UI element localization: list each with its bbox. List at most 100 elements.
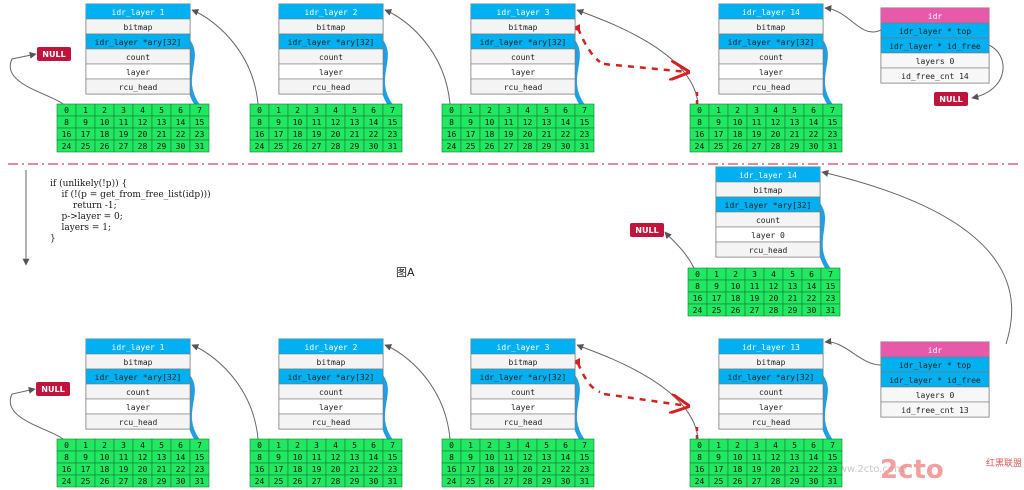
null-badge-label: NULL: [42, 50, 65, 59]
slot-cell-label: 22: [809, 130, 819, 139]
slot-cell-label: 8: [257, 453, 262, 462]
null-link: [9, 386, 64, 440]
slot-cell-label: 8: [697, 118, 702, 127]
slot-cell-label: 27: [119, 477, 129, 486]
layer-field-3: layer: [511, 403, 535, 412]
ary-slot-link: [378, 38, 394, 109]
slot-cell-label: 17: [712, 294, 722, 303]
layer-box-title: idr_layer 2: [305, 8, 358, 17]
layer-field-row: [715, 241, 821, 258]
slot-cell-label: 22: [369, 465, 379, 474]
slot-cell-label: 3: [314, 441, 319, 450]
slot-cell-label: 8: [64, 453, 69, 462]
slot-cell-label: 5: [790, 270, 795, 279]
slot-cell-label: 14: [807, 282, 817, 291]
layer-field-0: bitmap: [317, 23, 346, 32]
slot-cell-label: 10: [100, 453, 110, 462]
layer-box-title: idr_layer 13: [742, 343, 800, 352]
slot-cell-label: 28: [523, 142, 533, 151]
slot-cell-label: 4: [773, 441, 778, 450]
slot-cell-label: 24: [447, 142, 457, 151]
slot-cell-label: 28: [331, 142, 341, 151]
slot-cell-label: 22: [176, 130, 186, 139]
watermark-logo: 2cto: [880, 455, 944, 485]
slot-cell-label: 23: [195, 465, 205, 474]
slot-cell-label: 16: [447, 465, 457, 474]
idr-field-row: [880, 67, 990, 84]
slot-cell-label: 27: [752, 477, 762, 486]
slot-cell-label: 28: [331, 477, 341, 486]
slot-cell-label: 20: [331, 465, 341, 474]
slot-cell-label: 28: [771, 477, 781, 486]
slot-cell-label: 0: [257, 106, 262, 115]
slot-cell-label: 26: [100, 142, 110, 151]
layer-field-2: count: [756, 216, 780, 225]
slot-cell-label: 12: [331, 453, 341, 462]
slot-cell-label: 11: [504, 453, 514, 462]
slot-cell-label: 6: [811, 441, 816, 450]
slot-cell-label: 21: [157, 465, 167, 474]
slot-cell-label: 31: [826, 306, 836, 315]
layer-field-3: layer: [511, 68, 535, 77]
layer-field-2: count: [126, 53, 150, 62]
slot-cell-label: 6: [178, 106, 183, 115]
grid-to-parent-link: [384, 9, 451, 105]
layer-box-header: [716, 167, 820, 182]
layer-field-1: idr_layer *ary[32]: [725, 201, 812, 210]
slot-cell-label: 10: [733, 453, 743, 462]
slot-cell-label: 3: [754, 106, 759, 115]
slot-cell-label: 14: [369, 118, 379, 127]
slot-cell-label: 16: [62, 465, 72, 474]
slot-cell-label: 18: [731, 294, 741, 303]
slot-cell-label: 0: [449, 441, 454, 450]
null-badge-top-left: NULL: [37, 47, 71, 61]
idr-top-link: [824, 337, 882, 366]
null-badge-top-right: NULL: [934, 92, 968, 106]
slot-cell-label: 26: [485, 142, 495, 151]
slot-cell-label: 2: [735, 106, 740, 115]
slot-cell-label: 14: [176, 118, 186, 127]
slot-cell-label: 7: [197, 441, 202, 450]
idr-free-detached-link: [821, 170, 1013, 345]
layer-field-4: rcu_head: [119, 83, 158, 92]
slot-cell-label: 30: [561, 477, 571, 486]
layer-box-title: idr_layer 1: [112, 8, 165, 17]
slot-cell-label: 26: [733, 142, 743, 151]
layer-field-1: idr_layer *ary[32]: [728, 373, 815, 382]
layer-box-title: idr_layer 3: [497, 343, 550, 352]
slot-cell-label: 25: [714, 477, 724, 486]
slot-cell-label: 22: [561, 465, 571, 474]
slot-cell-label: 1: [714, 270, 719, 279]
slot-cell-label: 5: [159, 106, 164, 115]
layer-field-1: idr_layer *ary[32]: [95, 38, 182, 47]
slot-cell-label: 29: [350, 142, 360, 151]
slot-cell-label: 29: [542, 142, 552, 151]
idr-title: idr: [928, 346, 943, 355]
slot-cell-label: 12: [138, 453, 148, 462]
slot-cell-label: 7: [197, 106, 202, 115]
layer-field-1: idr_layer *ary[32]: [728, 38, 815, 47]
slot-cell-label: 15: [580, 453, 590, 462]
slot-cell-label: 11: [119, 118, 129, 127]
slot-cell-label: 21: [350, 130, 360, 139]
slot-cell-label: 2: [733, 270, 738, 279]
layer-field-2: count: [511, 388, 535, 397]
layer-field-row: [85, 78, 191, 95]
elision-link: [603, 64, 688, 72]
slot-cell-label: 17: [466, 465, 476, 474]
layer-box-header: [279, 339, 383, 354]
layer-field-1: idr_layer *ary[32]: [480, 38, 567, 47]
layer-box-title: idr_layer 3: [497, 8, 550, 17]
slot-cell-label: 9: [276, 118, 281, 127]
slot-cell-label: 29: [788, 306, 798, 315]
null-badge-bg: [37, 47, 71, 61]
code-line: layers = 1;: [50, 223, 111, 233]
slot-cell-label: 0: [257, 441, 262, 450]
layer-field-4: rcu_head: [312, 83, 351, 92]
